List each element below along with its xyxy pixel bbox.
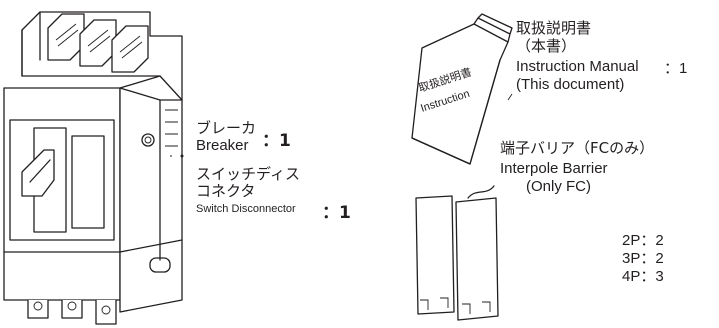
pole-label: 4P: [622, 268, 641, 285]
switch-jp-label-1: スイッチディス: [196, 165, 300, 183]
manual-jp-label: 取扱説明書: [516, 19, 592, 37]
pole-qty: ：2: [640, 232, 664, 249]
manual-en-sub-label: (This document): [516, 76, 625, 93]
switch-jp-label-2: コネクタ: [196, 182, 256, 200]
breaker-en-label: Breaker: [196, 137, 249, 154]
manual-jp-sub-label: （本書）: [516, 37, 577, 55]
barrier-jp-label: 端子バリア（FCのみ）: [500, 139, 655, 157]
breaker-jp-label: ブレーカ: [196, 119, 257, 137]
switch-qty: ：1: [322, 203, 351, 223]
pole-qty: ：3: [640, 268, 664, 285]
pole-label: 3P: [622, 250, 641, 267]
switch-en-label: Switch Disconnector: [196, 203, 296, 215]
breaker-drawing: [3, 11, 184, 325]
barrier-qty-row: 4P：3: [622, 268, 664, 285]
pole-label: 2P: [622, 232, 641, 249]
manual-booklet: 取扱説明書 Instruction: [411, 13, 513, 165]
interpole-barriers: [415, 185, 499, 321]
barrier-en-sub-label: (Only FC): [526, 178, 591, 195]
barrier-qty-row: 3P：2: [622, 250, 664, 267]
manual-qty: ：1: [664, 60, 688, 77]
barrier-qty-row: 2P：2: [622, 232, 664, 249]
barrier-en-label: Interpole Barrier: [500, 160, 608, 177]
manual-en-label: Instruction Manual: [516, 58, 639, 75]
breaker-qty: ：1: [262, 131, 291, 151]
pole-qty: ：2: [640, 250, 664, 267]
